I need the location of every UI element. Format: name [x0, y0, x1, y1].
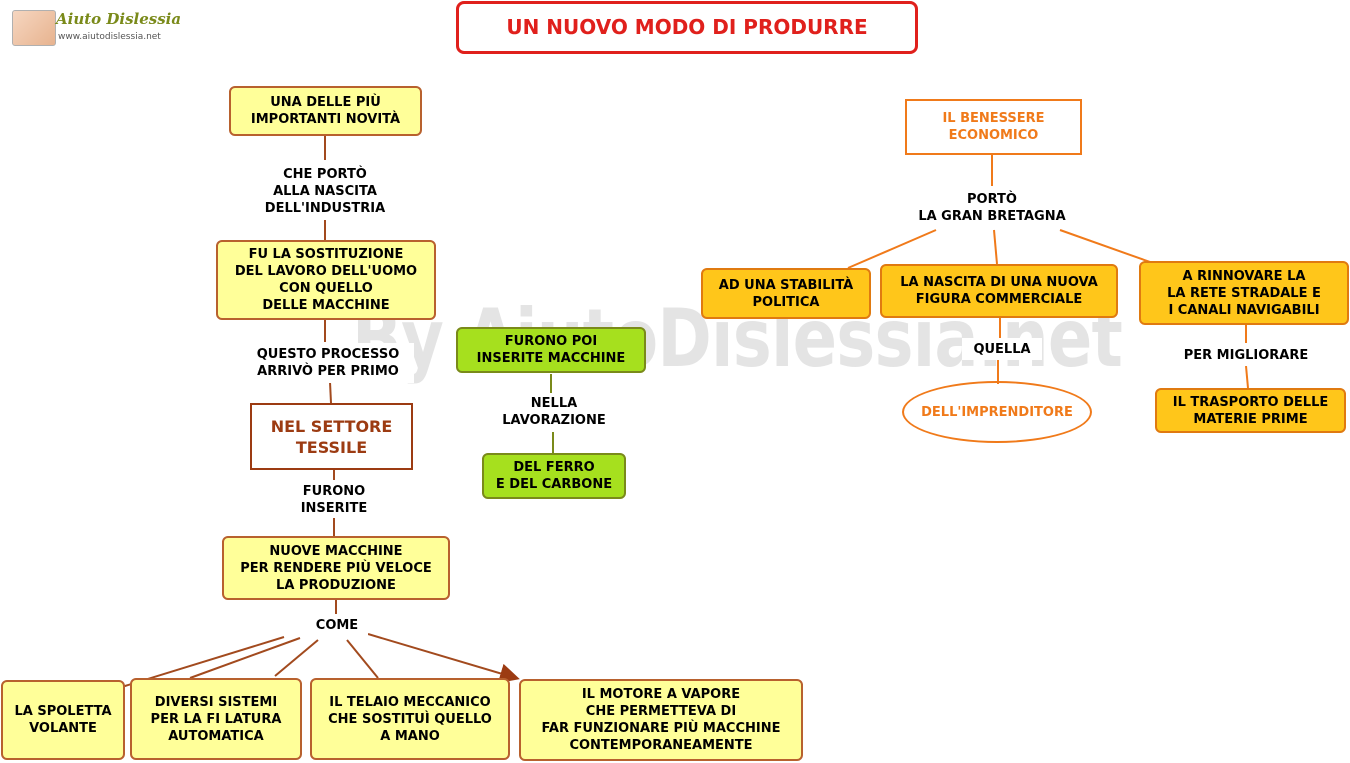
link-processo-tessile	[329, 381, 332, 404]
node-nascita: LA NASCITA DI UNA NUOVA FIGURA COMMERCIA…	[880, 264, 1118, 318]
logo-url: www.aiutodislessia.net	[58, 32, 161, 42]
label-che-porto: CHE PORTÒ ALLA NASCITA DELL'INDUSTRIA	[246, 162, 404, 220]
link-porto-nascita	[993, 229, 998, 265]
node-benessere: IL BENESSERE ECONOMICO	[905, 99, 1082, 155]
link-come-sistemi-a	[189, 637, 301, 679]
node-imprenditore: DELL'IMPRENDITORE	[902, 381, 1092, 443]
node-ferro: DEL FERRO E DEL CARBONE	[482, 453, 626, 499]
link-porto-stabilita	[847, 229, 937, 269]
node-motore: IL MOTORE A VAPORE CHE PERMETTEVA DI FAR…	[519, 679, 803, 761]
label-migliorare: PER MIGLIORARE	[1168, 344, 1324, 366]
node-spoletta: LA SPOLETTA VOLANTE	[1, 680, 125, 760]
node-tessile: NEL SETTORE TESSILE	[250, 403, 413, 470]
link-come-telaio	[346, 639, 379, 679]
node-nuove-macchine: NUOVE MACCHINE PER RENDERE PIÙ VELOCE LA…	[222, 536, 450, 600]
page-title: UN NUOVO MODO DI PRODURRE	[456, 1, 918, 54]
node-telaio: IL TELAIO MECCANICO CHE SOSTITUÌ QUELLO …	[310, 678, 510, 760]
label-porto: PORTÒ LA GRAN BRETAGNA	[900, 188, 1084, 228]
label-furono-inserite: FURONO INSERITE	[286, 481, 382, 518]
aiutodislessia-logo: Aiuto Dislessia www.aiutodislessia.net	[12, 8, 181, 48]
link-come-motore	[367, 633, 520, 684]
link-migliorare-trasporto	[1245, 365, 1249, 389]
node-trasporto: IL TRASPORTO DELLE MATERIE PRIME	[1155, 388, 1346, 433]
node-rinnovare: A RINNOVARE LA LA RETE STRADALE E I CANA…	[1139, 261, 1349, 325]
label-nella: NELLA LAVORAZIONE	[493, 393, 615, 431]
label-quella: QUELLA	[962, 338, 1042, 360]
label-come: COME	[306, 614, 368, 636]
logo-title: Aiuto Dislessia	[56, 10, 182, 28]
node-novita: UNA DELLE PIÙ IMPORTANTI NOVITÀ	[229, 86, 422, 136]
node-stabilita: AD UNA STABILITÀ POLITICA	[701, 268, 871, 319]
link-porto-rinnovare	[1059, 229, 1151, 263]
link-come-sistemi-b	[274, 639, 319, 677]
node-sistemi: DIVERSI SISTEMI PER LA FI LATURA AUTOMAT…	[130, 678, 302, 760]
node-sostituzione: FU LA SOSTITUZIONE DEL LAVORO DELL'UOMO …	[216, 240, 436, 320]
node-furono-poi: FURONO POI INSERITE MACCHINE	[456, 327, 646, 373]
book-icon	[12, 10, 56, 46]
label-processo: QUESTO PROCESSO ARRIVÒ PER PRIMO	[242, 343, 414, 383]
